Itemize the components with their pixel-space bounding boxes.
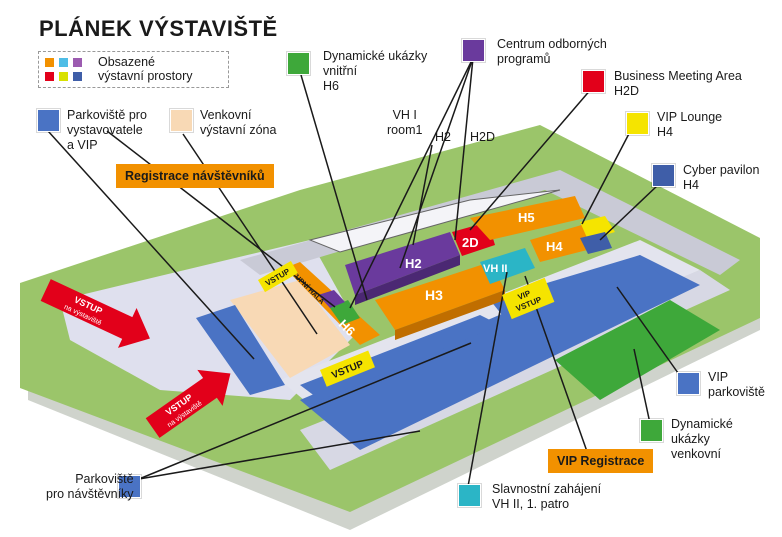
h4-hall: [530, 224, 595, 262]
label-outdoor: Venkovní výstavní zóna: [200, 108, 277, 137]
h2-hall-side: [355, 255, 460, 305]
swatch-vip-parking: [677, 372, 700, 395]
parking-visitors-area-2: [300, 315, 500, 400]
label-business: Business Meeting Area H2D: [614, 69, 742, 98]
h3-hall: [375, 262, 505, 330]
hall-label-h4: H4: [546, 239, 563, 254]
label-dyn-inner: Dynamické ukázky vnitřní H6: [323, 49, 428, 93]
swatch-opening: [458, 484, 481, 507]
label-opening: Slavnostní zahájení VH II, 1. patro: [492, 482, 602, 511]
cyber-area: [580, 232, 612, 254]
label-h2d: H2D: [470, 130, 496, 144]
occupied-legend: Obsazené výstavní prostory: [38, 51, 229, 88]
swatch-centrum: [462, 39, 485, 62]
h5-hall: [470, 196, 585, 240]
label-parking-exh: Parkoviště pro vystavovatele a VIP: [67, 108, 147, 152]
legend-swatch-red: [45, 72, 54, 81]
parking-visitors-area: [300, 255, 700, 450]
swatch-dyn-inner: [287, 52, 310, 75]
swatch-vip-lounge: [626, 112, 649, 135]
legend-swatch-cyan: [59, 58, 68, 67]
outdoor-zone-area: [230, 280, 350, 378]
h6-hall-green: [330, 300, 360, 325]
vh2-hall: [480, 248, 535, 284]
label-cyber: Cyber pavilon H4: [683, 163, 760, 192]
label-dyn-outer: Dynamické ukázky venkovní: [671, 417, 733, 461]
label-parking-vis: Parkoviště pro návštěvníky: [46, 472, 134, 501]
legend-swatch-blue: [73, 72, 82, 81]
legend-label: Obsazené výstavní prostory: [98, 55, 193, 83]
h2-hall: [345, 232, 460, 295]
banner-vip-registrace: VIP Registrace: [548, 449, 654, 473]
sign-vip-vstup: VIP VSTUP: [502, 277, 555, 320]
legend-swatch-yellow: [59, 72, 68, 81]
dynamic-outdoor-area: [555, 300, 720, 400]
hall-label-h5: H5: [518, 210, 535, 225]
swatch-outdoor: [170, 109, 193, 132]
legend-swatch-orange: [45, 58, 54, 67]
leader-lines: [47, 57, 684, 493]
page-title: PLÁNEK VÝSTAVIŠTĚ: [39, 16, 278, 41]
hall-label-vh2: VH II: [483, 263, 507, 275]
label-h2: H2: [435, 130, 451, 144]
label-vh1: VH I room1: [387, 108, 423, 137]
parking-exhibitors-area: [196, 305, 285, 395]
swatch-cyber: [652, 164, 675, 187]
swatch-business: [582, 70, 605, 93]
hall-label-h2d: 2D: [462, 235, 479, 250]
h6-hall-purple: [318, 290, 345, 308]
label-vip-lounge: VIP Lounge H4: [657, 110, 723, 139]
legend-swatch-purple: [73, 58, 82, 67]
h3-hall-side: [395, 290, 505, 340]
swatch-parking-exh: [37, 109, 60, 132]
label-vip-parking: VIP parkoviště: [708, 370, 765, 399]
hall-label-h2: H2: [405, 256, 422, 271]
swatch-parking-vis: [118, 475, 141, 498]
swatch-dyn-outer: [640, 419, 663, 442]
banner-registrace: Registrace návštěvníků: [116, 164, 274, 188]
label-centrum: Centrum odborných programů: [497, 37, 607, 66]
vh1-outline: [308, 189, 561, 253]
hall-label-h3: H3: [425, 287, 443, 303]
